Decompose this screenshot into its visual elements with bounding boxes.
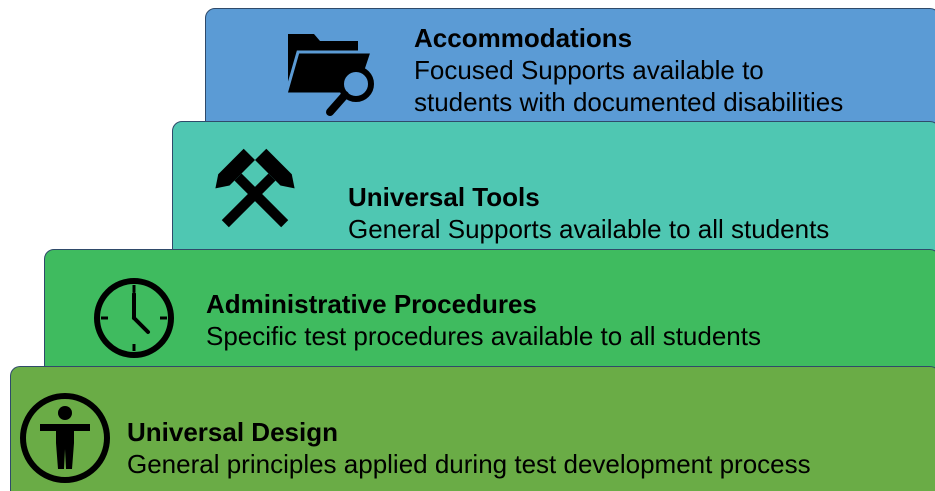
clock-icon [94,278,174,358]
tier-description-line: General Supports available to all studen… [348,214,830,244]
tier-title: Universal Tools [348,182,540,212]
tier-title: Accommodations [414,23,633,53]
tier-universal-design [10,366,935,491]
tier-text-universal-tools: Universal Tools General Supports availab… [348,181,829,245]
tier-description-line: Focused Supports available to [414,55,764,85]
accessibility-person-icon [20,393,110,483]
tier-text-universal-design: Universal Design General principles appl… [127,416,811,480]
tier-title: Administrative Procedures [206,289,537,319]
crossed-hammers-icon [215,148,295,228]
tier-text-accommodations: Accommodations Focused Supports availabl… [414,22,843,118]
tier-description-line: students with documented disabilities [414,87,844,117]
folder-search-icon [284,34,375,116]
tier-description-line: Specific test procedures available to al… [206,321,761,351]
tier-title: Universal Design [127,417,338,447]
tier-description-line: General principles applied during test d… [127,449,811,479]
tier-text-administrative-procedures: Administrative Procedures Specific test … [206,288,761,352]
